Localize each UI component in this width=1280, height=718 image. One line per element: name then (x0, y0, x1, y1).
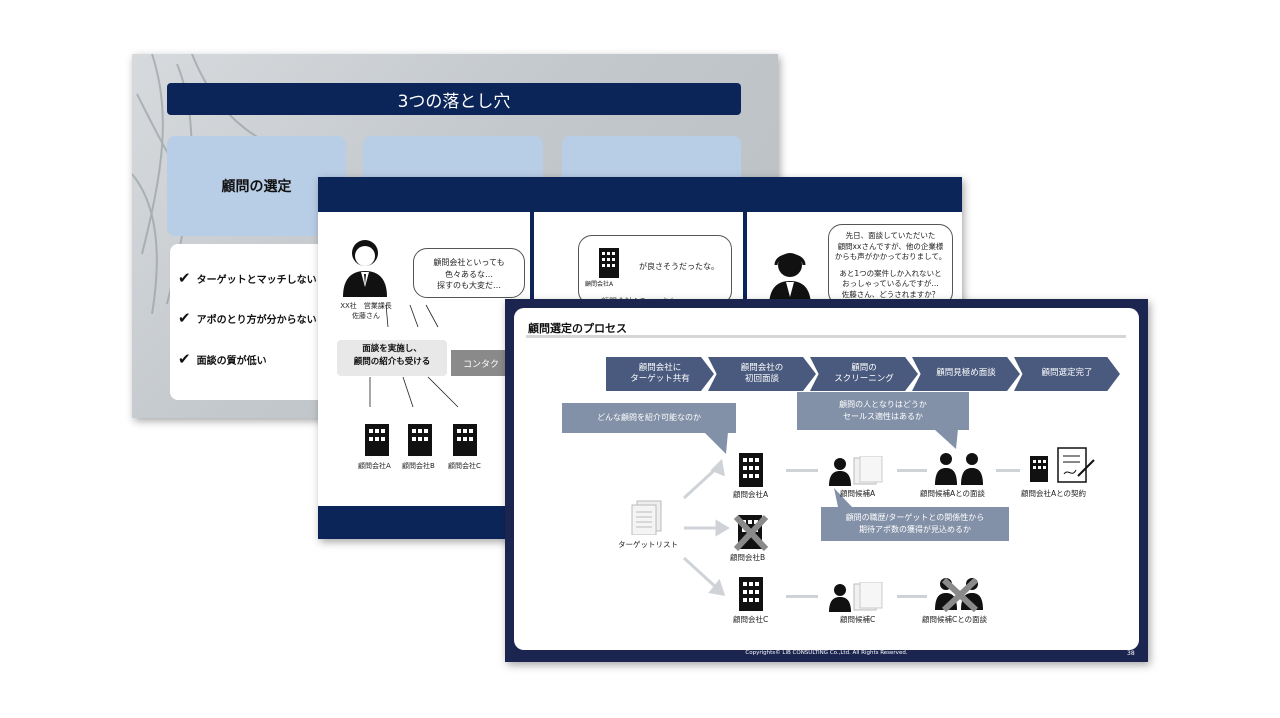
check-icon: ✔ (178, 350, 191, 368)
check-item: ✔面談の質が低い (178, 350, 267, 368)
company-label: 顧問会社A (358, 462, 391, 470)
businessman-icon (343, 240, 387, 297)
building-icon (739, 453, 763, 487)
note-introducible: どんな顧問を紹介可能なのか (562, 403, 736, 433)
flow-arrow (786, 469, 818, 472)
process-step-3: 顧問のスクリーニング (810, 357, 918, 391)
check-item: ✔アポのとり方が分からない (178, 309, 317, 327)
arrows (369, 304, 459, 408)
flow-arrow (996, 469, 1020, 472)
speech-bubble-3: 先日、面談していただいた顧問xxさんですが、他の企業様からも声がかかっておりまし… (828, 224, 953, 306)
card-label: 顧問の選定 (221, 179, 292, 195)
speech-bubble-2: 顧問会社A が良さそうだったな。 顧問会社Aの○○さん (578, 235, 732, 306)
person-label: XX社 営業課長佐藤さん (340, 302, 392, 320)
copyright-footer: Copyrights© LiB CONSULTING Co.,Ltd. All … (745, 650, 908, 656)
process-step-2: 顧問会社の初回面談 (708, 357, 816, 391)
company-label: 顧問会社C (448, 462, 481, 470)
document-icon (631, 500, 662, 535)
note-pointer (704, 432, 728, 454)
target-list-label: ターゲットリスト (618, 540, 678, 549)
candidate-a-icon (829, 456, 883, 486)
title-underline (526, 335, 1126, 338)
slide1-title: 3つの落とし穴 (167, 83, 741, 115)
company-label: 顧問会社B (402, 462, 435, 470)
column-divider (530, 212, 534, 337)
note-pointer (934, 429, 958, 449)
building-icon (599, 248, 619, 278)
note-career: 顧問の職歴/ターゲットとの関係性から期待アポ数の獲得が見込めるか (821, 507, 1009, 541)
bubble2-text: が良さそうだったな。 (639, 262, 719, 271)
process-step-1: 顧問会社にターゲット共有 (606, 357, 714, 391)
candidate-c-label: 顧問候補C (840, 615, 876, 624)
flow-arrow (897, 595, 927, 598)
company-c-label: 顧問会社C (733, 615, 769, 624)
building-icon (734, 514, 768, 551)
speech-bubble-1: 顧問会社といっても色々あるな…探すのも大変だ… (413, 248, 525, 298)
check-icon: ✔ (178, 309, 191, 327)
process-step-4: 顧問見極め面談 (912, 357, 1020, 391)
callout-meeting: 面談を実施し、顧問の紹介も受ける (337, 340, 447, 376)
building-icon (453, 424, 477, 456)
check-item: ✔ターゲットとマッチしない (178, 269, 317, 287)
slide-selection-process[interactable]: 顧問選定のプロセス 顧問会社にターゲット共有 顧問会社の初回面談 顧問のスクリー… (505, 299, 1148, 662)
candidate-c-icon (829, 582, 883, 612)
building-icon (408, 424, 432, 456)
handshake-pair-icon (935, 577, 983, 612)
candidate-a-label: 顧問候補A (840, 489, 876, 498)
cross-icon (941, 577, 979, 612)
flow-arrow (897, 469, 927, 472)
contract-a-label: 顧問会社Aとの契約 (1021, 489, 1087, 498)
contract-icon (1030, 447, 1095, 483)
note-personality: 顧問の人となりはどうかセールス適性はあるか (797, 392, 969, 430)
operator-icon (769, 253, 811, 307)
company-b-label: 顧問会社B (730, 553, 766, 562)
process-step-5: 顧問選定完了 (1014, 357, 1120, 391)
building-icon (365, 424, 389, 456)
company-label: 顧問会社A (585, 281, 614, 288)
slide3-title: 顧問選定のプロセス (528, 322, 627, 335)
pitfall-card-1: 顧問の選定 (167, 136, 346, 236)
flow-arrow (786, 595, 818, 598)
contact-box: コンタク (451, 350, 511, 376)
check-icon: ✔ (178, 269, 191, 287)
interview-c-label: 顧問候補Cとの面談 (922, 615, 988, 624)
handshake-pair-icon (935, 453, 983, 485)
interview-a-label: 顧問候補Aとの面談 (920, 489, 986, 498)
slide3-content: 顧問選定のプロセス 顧問会社にターゲット共有 顧問会社の初回面談 顧問のスクリー… (514, 308, 1139, 650)
company-a-label: 顧問会社A (733, 490, 769, 499)
cross-icon (734, 514, 768, 551)
checklist-panel: ✔ターゲットとマッチしない ✔アポのとり方が分からない ✔面談の質が低い (170, 244, 342, 400)
note-pointer (834, 488, 852, 507)
slide2-header (318, 177, 962, 212)
page-number: 38 (1127, 650, 1135, 657)
column-divider (743, 212, 747, 337)
branch-arrows (682, 458, 730, 596)
building-icon (739, 577, 763, 611)
